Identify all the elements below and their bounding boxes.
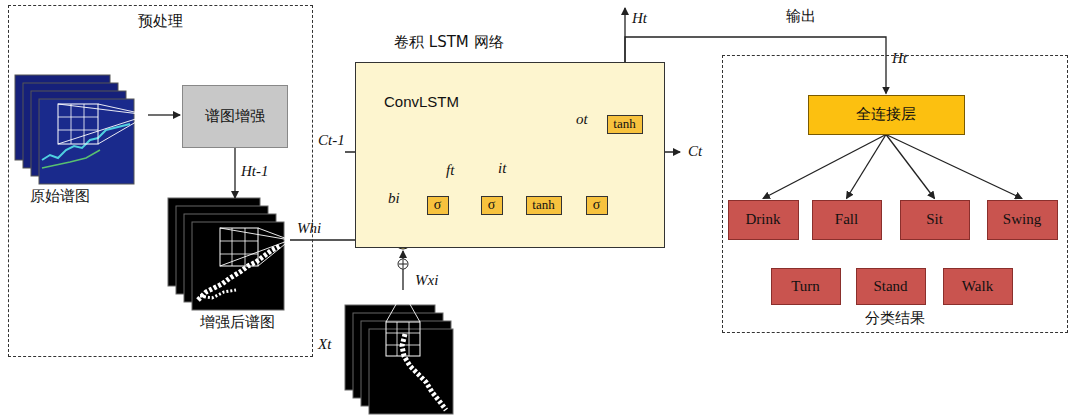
gate-box: σ [427,196,449,215]
enhanced-spectrogram-stack [168,148,290,310]
class-box: Swing [987,200,1058,240]
node-text: Sit [926,211,943,228]
class-box: Drink [728,200,799,240]
signal-name: Wxi [415,272,438,289]
signal-name: bi [388,190,400,207]
node-text: tanh [613,116,635,132]
process-box: 谱图增强 [182,85,288,148]
signal-name: Xt [318,336,331,353]
node-text: 全连接层 [856,105,916,124]
connector [886,135,1022,199]
signal-name: ft [446,162,454,179]
gate-box: tanh [526,196,562,215]
connector [886,135,935,199]
connector [763,135,886,199]
node-text: σ [434,197,442,213]
node-text: Swing [1003,211,1041,228]
signal-name: Ct [688,143,702,160]
connector [847,135,887,199]
spectrogram-stack [15,75,180,184]
node-text: Fall [835,211,858,228]
dashed-group: 预处理谱图增强 [8,5,313,357]
edge-label: Ht [892,50,907,67]
node-text: tanh [532,197,554,213]
node-text: Turn [791,278,820,295]
caption-text: 增强后谱图 [200,314,275,331]
node-text: σ [488,197,496,213]
gate-box: σ [586,196,608,215]
class-box: Walk [943,268,1013,305]
signal-name: Whi [297,220,321,237]
node-text: σ [593,197,601,213]
class-box: Turn [771,268,841,305]
node-text: Stand [873,278,907,295]
signal-name: Ct-1 [318,132,345,149]
node-text: Walk [962,278,993,295]
class-box: Fall [812,200,882,240]
lstm-cell: 卷积 LSTM 网络ConvLSTMσσtanhσtanh [355,62,665,248]
node-text: ConvLSTM [384,93,459,110]
signal-name: Ht-1 [241,163,269,180]
lstm-wiring [290,8,680,290]
node-text: 卷积 LSTM 网络 [394,33,504,52]
gate-box: σ [481,196,503,215]
caption-text: 原始谱图 [30,188,90,205]
signal-name: Ht [632,10,647,27]
signal-name: it [498,160,506,177]
signal-name: ot [576,111,588,128]
node-text: 谱图增强 [205,107,265,126]
class-box: Stand [856,268,926,305]
class-box: Sit [900,200,970,240]
caption-text: 输出 [786,8,816,25]
node-text: Drink [746,211,781,228]
fc-box: 全连接层 [808,95,965,135]
input-frame-stack [345,292,453,414]
node-text: 预处理 [9,12,312,31]
dashed-group: 分类结果 全连接层 Drink Fall Sit SwingTurn Stand Walk [722,55,1068,333]
gate-box: tanh [607,115,643,134]
node-text: 分类结果 [723,309,1067,328]
